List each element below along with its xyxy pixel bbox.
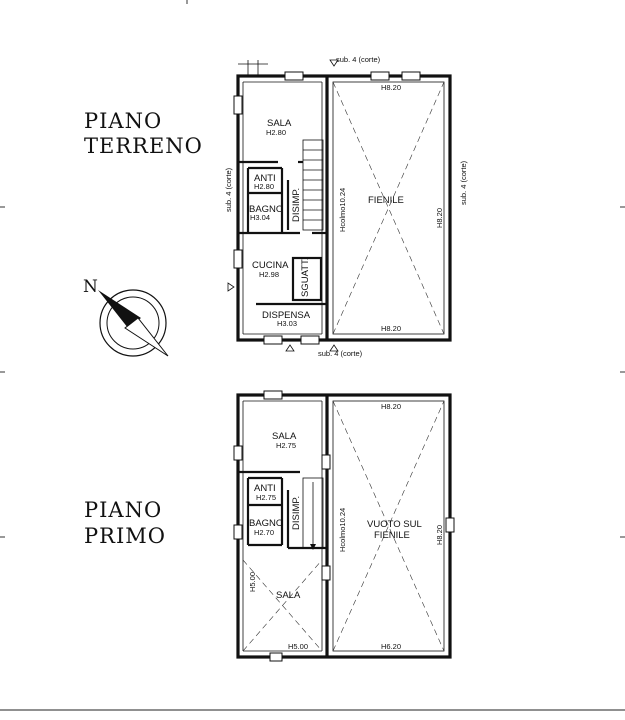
window <box>321 454 331 470</box>
void-diagonal <box>332 400 445 652</box>
room-anti-height: H2.80 <box>254 182 274 191</box>
room-dispensa-name: DISPENSA <box>262 310 311 321</box>
room-anti-height: H2.75 <box>256 493 276 502</box>
room-disimp-name: DISIMP. <box>291 496 302 530</box>
sala-diagonal <box>242 559 323 652</box>
room-sala-height: H2.80 <box>266 128 286 137</box>
room-dispensa-height: H3.03 <box>277 319 297 328</box>
ground-floor-plan: sub. 4 (corte) sub. 4 (corte) sub. 4 (co… <box>224 55 468 358</box>
ground-sub-top: sub. 4 (corte) <box>336 55 381 64</box>
room-cucina-height: H2.98 <box>259 270 279 279</box>
window <box>233 445 243 461</box>
title-first-line2: PRIMO <box>84 524 166 548</box>
window <box>284 71 304 81</box>
room-disimp-name: DISIMP. <box>291 188 302 222</box>
window <box>321 565 331 581</box>
entrance-arrow <box>329 59 339 67</box>
window <box>300 335 320 345</box>
room-bagno-height: H3.04 <box>250 213 270 222</box>
entrance-arrow <box>329 344 339 352</box>
ground-h-right: H8.20 <box>435 208 444 228</box>
first-floor-plan: SALA H2.75 ANTI H2.75 BAGNO H2.70 DISIMP… <box>233 390 455 662</box>
barn-diagonal <box>332 81 445 335</box>
title-first-line1: PIANO <box>84 498 162 522</box>
window <box>401 71 421 81</box>
room-cucina-name: CUCINA <box>252 260 289 271</box>
window <box>233 249 243 269</box>
room-anti-name: ANTI <box>254 173 276 184</box>
compass-ring-inner <box>106 296 160 350</box>
compass-needle-south <box>124 317 169 357</box>
stairs <box>302 139 324 231</box>
ground-sub-right: sub. 4 (corte) <box>459 160 468 205</box>
title-ground-line1: PIANO <box>84 109 162 133</box>
room-sala-name: SALA <box>267 118 292 129</box>
north-compass: N <box>83 277 169 357</box>
room-anti-name: ANTI <box>254 483 276 494</box>
compass-label: N <box>83 277 99 297</box>
first-h-bottom: H6.20 <box>381 642 401 651</box>
window <box>269 652 283 662</box>
entrance-arrow <box>285 344 295 352</box>
window <box>233 95 243 115</box>
void-inner-line <box>332 400 445 652</box>
compass-needle-north <box>98 290 141 328</box>
barn-inner-line <box>332 81 445 335</box>
room-bagno-name: BAGNO <box>249 204 283 215</box>
room-vuoto-line2: FIENILE <box>374 530 410 541</box>
ground-h-bottom: H8.20 <box>381 324 401 333</box>
room-bagno-height: H2.70 <box>254 528 274 537</box>
first-h-right: H8.20 <box>435 525 444 545</box>
room-fienile-name: FIENILE <box>368 195 404 206</box>
room-sguatt-name: SGUATT. <box>300 258 311 297</box>
compass-ring-outer <box>99 289 167 357</box>
room-sala1-height: H2.75 <box>276 441 296 450</box>
room-vuoto-line1: VUOTO SUL <box>367 519 422 530</box>
entrance-arrow <box>227 282 235 292</box>
room-bagno-name: BAGNO <box>249 518 283 529</box>
window <box>445 517 455 533</box>
sguatt-wall <box>291 256 323 302</box>
window <box>263 335 283 345</box>
ground-sub-bottom: sub. 4 (corte) <box>318 349 363 358</box>
first-hcolmo: Hcolmo10.24 <box>338 508 347 552</box>
first-h-sala-left: H5.00 <box>248 572 257 592</box>
first-h-sala-bottom: H5.00 <box>288 642 308 651</box>
window <box>233 524 243 540</box>
ground-outer-wall <box>236 74 452 342</box>
ground-h-top: H8.20 <box>381 83 401 92</box>
barn-diagonal <box>332 81 445 335</box>
ground-sub-left: sub. 4 (corte) <box>224 167 233 212</box>
room-sala1-name: SALA <box>272 431 297 442</box>
first-h-top: H8.20 <box>381 402 401 411</box>
title-ground-line2: TERRENO <box>84 134 203 158</box>
ground-hcolmo: Hcolmo10.24 <box>338 188 347 232</box>
window <box>263 390 283 400</box>
void-diagonal <box>332 400 445 652</box>
room-sala2-name: SALA <box>276 590 301 601</box>
window <box>370 71 390 81</box>
